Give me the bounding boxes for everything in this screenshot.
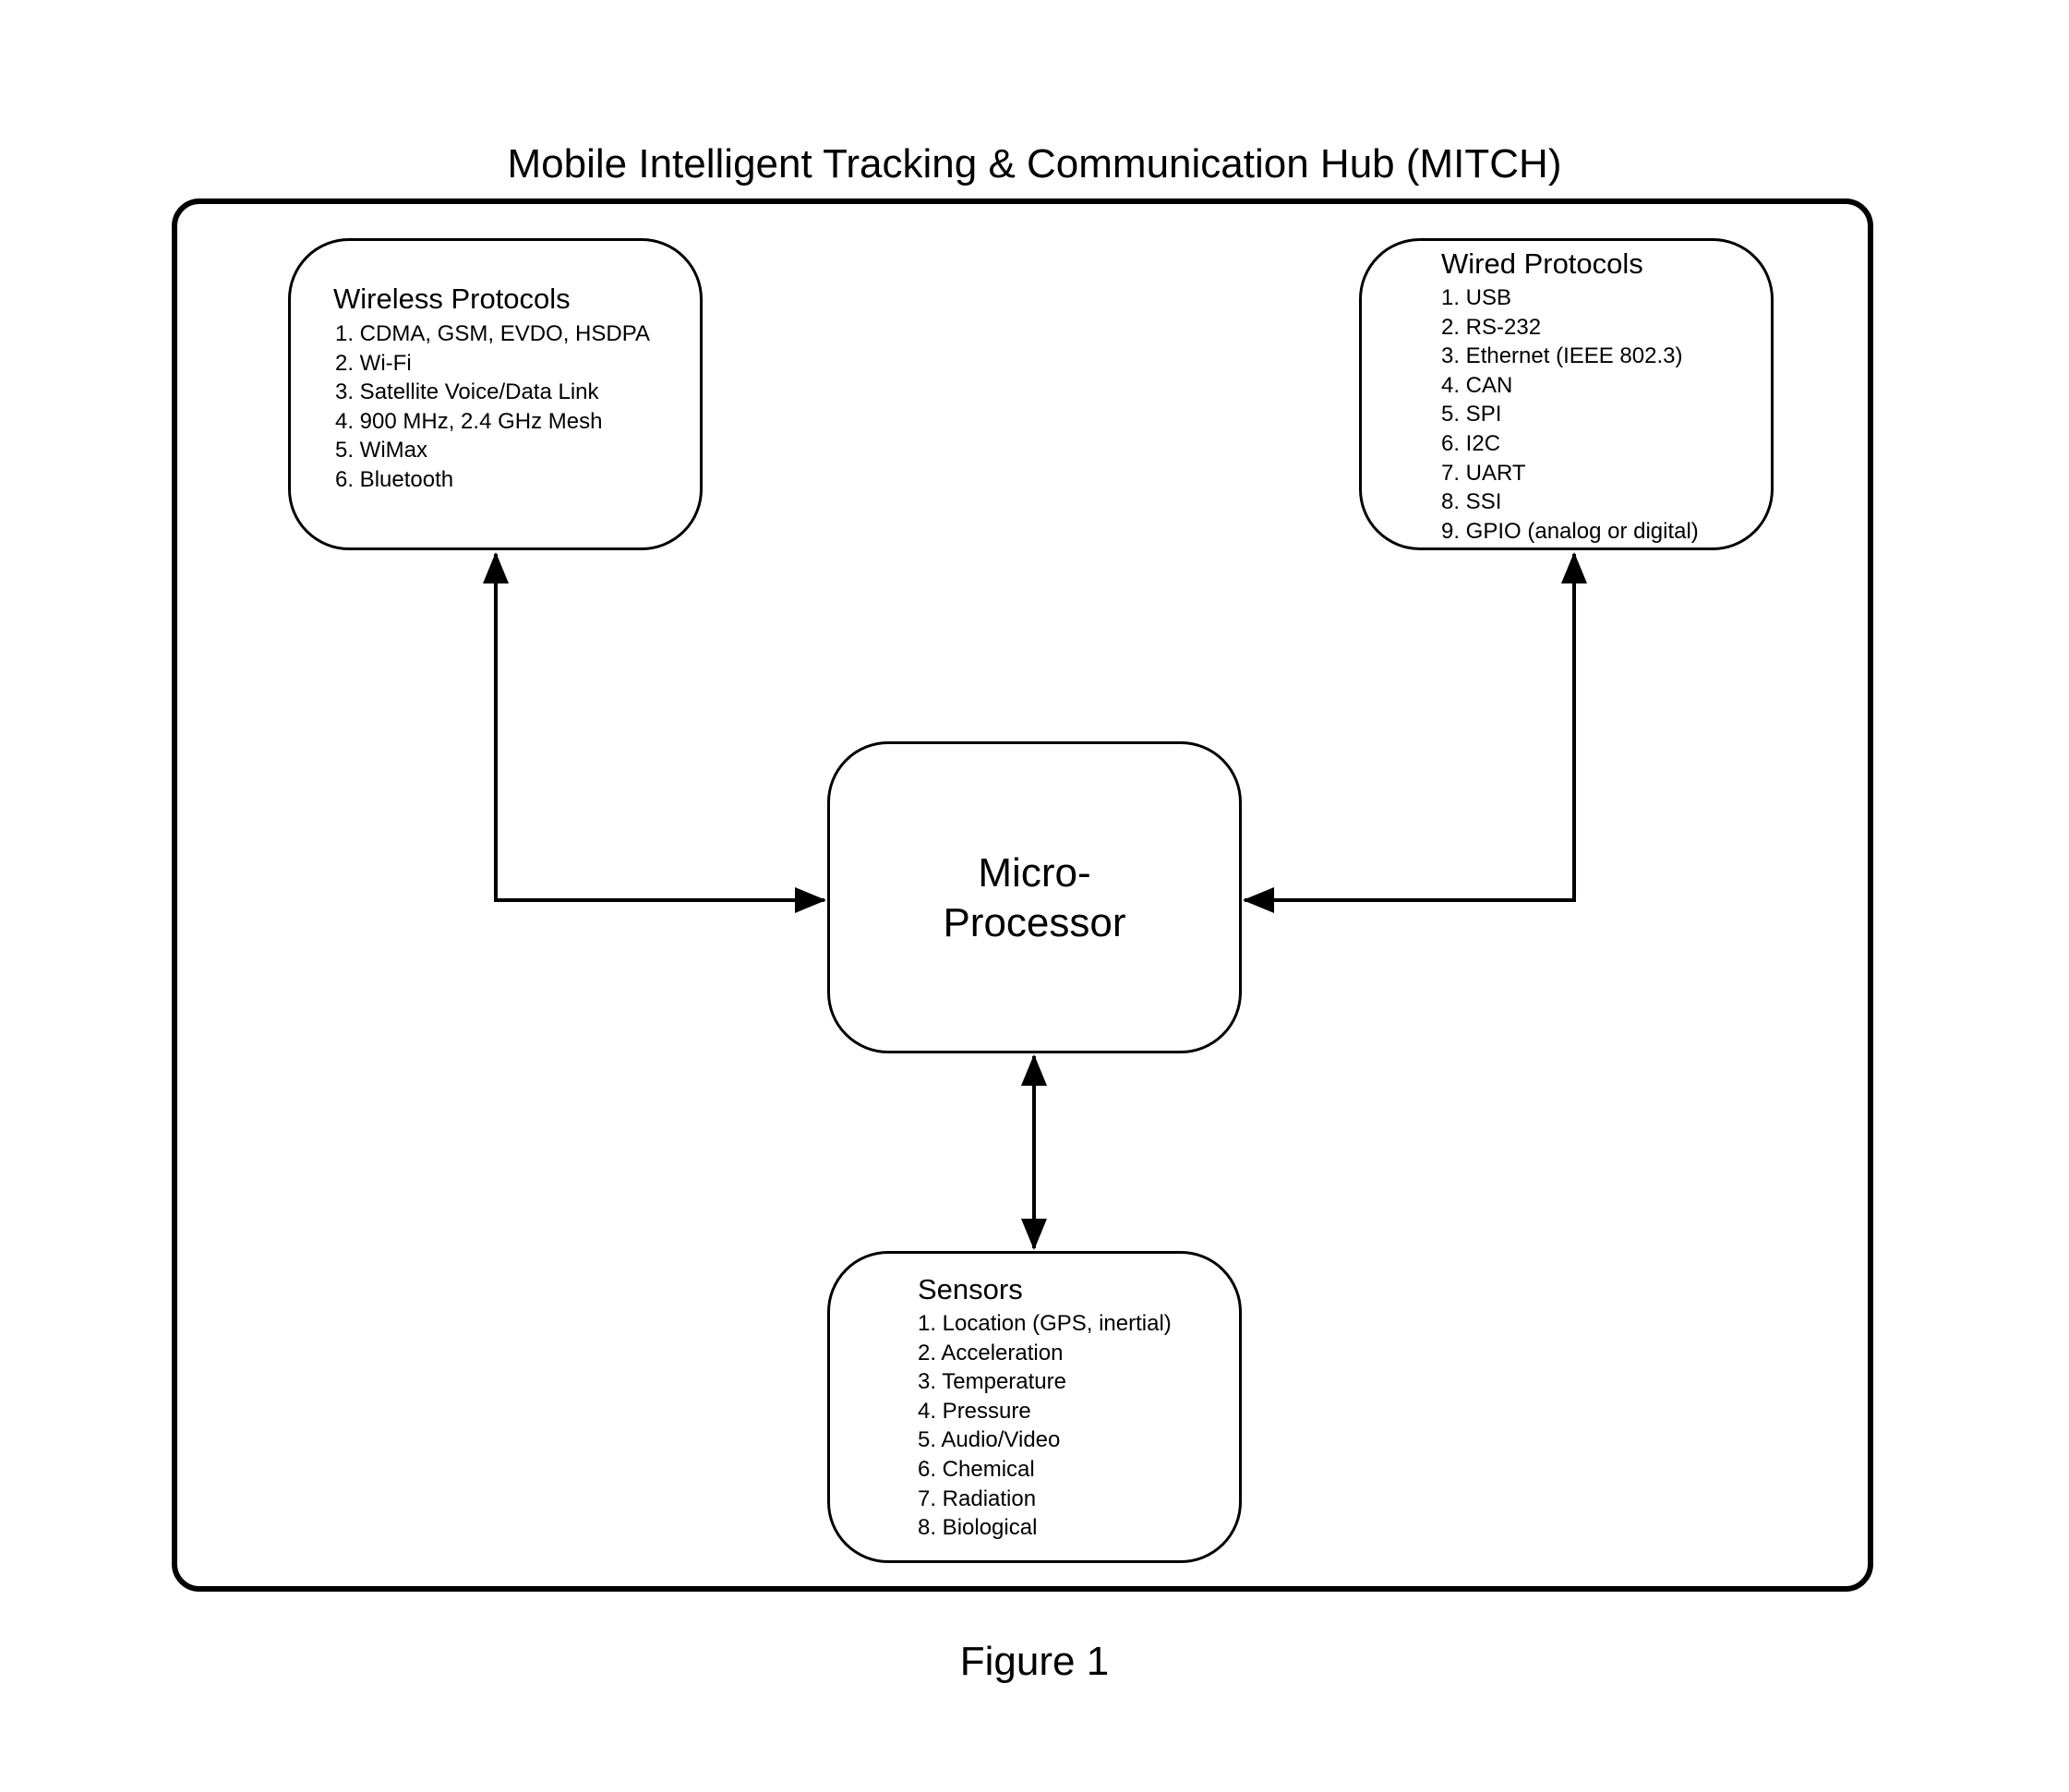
list-item: 2. Wi-Fi [335,349,650,379]
microprocessor-label: Micro- Processor [830,848,1239,948]
list-item: 5. WiMax [335,436,650,465]
wireless-protocols-box: Wireless Protocols 1. CDMA, GSM, EVDO, H… [288,238,703,550]
wireless-protocols-list: 1. CDMA, GSM, EVDO, HSDPA 2. Wi-Fi 3. Sa… [335,319,650,495]
list-item: 6. I2C [1441,429,1699,459]
list-item: 4. Pressure [918,1397,1172,1426]
microprocessor-box: Micro- Processor [827,741,1242,1053]
list-item: 4. CAN [1441,371,1699,401]
list-item: 2. RS-232 [1441,313,1699,343]
list-item: 3. Ethernet (IEEE 802.3) [1441,342,1699,371]
wired-protocols-list: 1. USB 2. RS-232 3. Ethernet (IEEE 802.3… [1441,283,1699,546]
list-item: 5. Audio/Video [918,1425,1172,1455]
sensors-heading: Sensors [918,1273,1023,1306]
list-item: 7. Radiation [918,1485,1172,1514]
list-item: 5. SPI [1441,400,1699,429]
list-item: 1. Location (GPS, inertial) [918,1309,1172,1339]
list-item: 1. USB [1441,283,1699,313]
diagram-title: Mobile Intelligent Tracking & Communicat… [0,138,2069,190]
list-item: 4. 900 MHz, 2.4 GHz Mesh [335,407,650,437]
list-item: 2. Acceleration [918,1339,1172,1368]
list-item: 1. CDMA, GSM, EVDO, HSDPA [335,319,650,349]
list-item: 8. Biological [918,1513,1172,1543]
figure-caption: Figure 1 [0,1638,2069,1686]
sensors-list: 1. Location (GPS, inertial) 2. Accelerat… [918,1309,1172,1543]
list-item: 3. Satellite Voice/Data Link [335,378,650,407]
list-item: 3. Temperature [918,1367,1172,1397]
microprocessor-label-line2: Processor [830,898,1239,948]
list-item: 9. GPIO (analog or digital) [1441,517,1699,547]
sensors-box: Sensors 1. Location (GPS, inertial) 2. A… [827,1251,1242,1563]
microprocessor-label-line1: Micro- [830,848,1239,898]
wireless-protocols-heading: Wireless Protocols [333,283,571,316]
wired-protocols-box: Wired Protocols 1. USB 2. RS-232 3. Ethe… [1359,238,1774,550]
list-item: 8. SSI [1441,487,1699,517]
list-item: 6. Chemical [918,1455,1172,1485]
list-item: 6. Bluetooth [335,465,650,495]
wired-protocols-heading: Wired Protocols [1441,247,1643,281]
list-item: 7. UART [1441,459,1699,488]
